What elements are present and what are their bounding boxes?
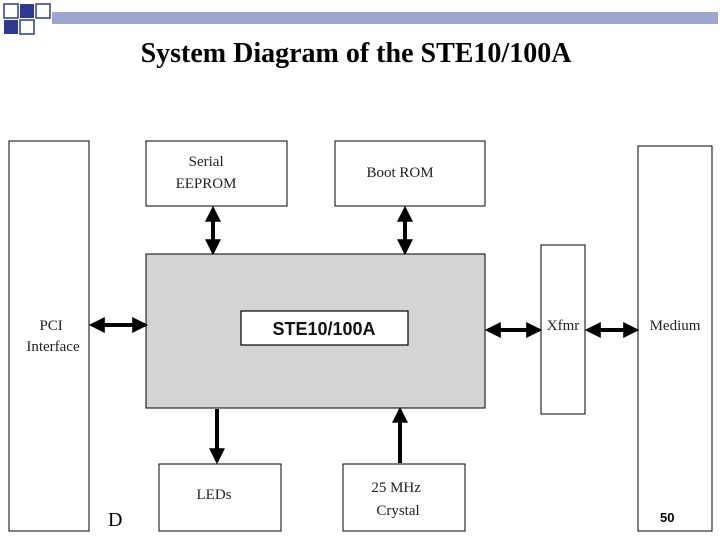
corner-square — [20, 4, 34, 18]
corner-square — [35, 3, 51, 19]
leds-label: LEDs — [197, 487, 232, 503]
ste10-chip-label-frame — [240, 310, 409, 346]
corner-square — [4, 20, 18, 34]
crystal-label: 25 MHz Crystal — [371, 480, 424, 519]
boot-rom-box — [334, 140, 486, 207]
medium-label: Medium — [650, 318, 701, 334]
leds-box — [158, 463, 282, 532]
pci-interface-label: PCI Interface — [26, 318, 80, 355]
slide-title: System Diagram of the STE10/100A — [140, 38, 572, 69]
medium-box — [637, 145, 713, 532]
serial-eeprom-label: Serial EEPROM — [176, 154, 237, 192]
footer-letter: D — [108, 509, 123, 531]
xfmr-label: Xfmr — [547, 318, 580, 334]
xfmr-box — [540, 244, 586, 415]
ste10-chip-label: STE10/100A — [272, 319, 375, 339]
page-number: 50 — [660, 510, 675, 525]
corner-squares-decoration — [3, 3, 718, 35]
pci-interface-box — [8, 140, 90, 532]
corner-square — [19, 19, 35, 35]
boot-rom-label: Boot ROM — [366, 165, 433, 181]
serial-eeprom-box — [145, 140, 288, 207]
crystal-box — [342, 463, 466, 532]
corner-square — [3, 3, 19, 19]
